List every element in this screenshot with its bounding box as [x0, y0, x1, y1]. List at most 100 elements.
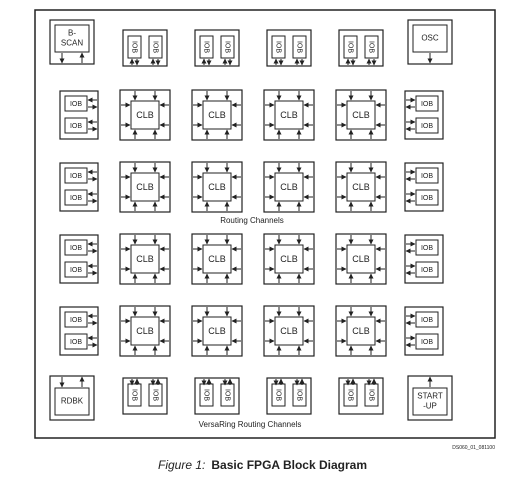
iob-cell: [64, 95, 88, 112]
clb-block: CLB: [335, 233, 387, 285]
iob-pair: IOB IOB: [404, 234, 444, 284]
iob-label: IOB: [421, 101, 433, 108]
iob-cell: [64, 167, 88, 184]
clb-core: [202, 172, 232, 202]
clb-block: CLB: [263, 233, 315, 285]
iob-cell: [199, 35, 214, 59]
iob-label: IOB: [152, 389, 159, 401]
iob-cell: [220, 383, 235, 407]
clb-label: CLB: [352, 254, 370, 264]
iob-label: IOB: [275, 41, 282, 53]
iob-label: IOB: [421, 245, 433, 252]
clb-core: [130, 316, 160, 346]
iob-label: IOB: [421, 195, 433, 202]
iob-cell: [64, 239, 88, 256]
clb-label: CLB: [208, 182, 226, 192]
iob-label: IOB: [70, 245, 82, 252]
rdbk-block-core: [54, 387, 90, 416]
clb-block: CLB: [335, 161, 387, 213]
iob-label: IOB: [275, 389, 282, 401]
rdbk-block-label: RDBK: [61, 397, 84, 406]
iob-label: IOB: [224, 41, 231, 53]
clb-block: CLB: [191, 233, 243, 285]
clb-core: [346, 100, 376, 130]
clb-core: [130, 244, 160, 274]
figure-caption: Figure 1: Basic FPGA Block Diagram: [0, 458, 525, 472]
bscan-block-core: [54, 24, 90, 53]
clb-block: CLB: [263, 305, 315, 357]
clb-label: CLB: [208, 110, 226, 120]
iob-label: IOB: [131, 389, 138, 401]
clb-core: [274, 100, 304, 130]
startup-block-core: [412, 387, 448, 416]
iob-label: IOB: [368, 389, 375, 401]
iob-pair: IOB IOB: [338, 377, 384, 415]
iob-cell: [271, 35, 286, 59]
clb-label: CLB: [352, 110, 370, 120]
bscan-block-label: SCAN: [61, 39, 83, 48]
clb-block: CLB: [119, 305, 171, 357]
iob-cell: [415, 311, 439, 328]
iob-cell: [148, 383, 163, 407]
clb-label: CLB: [352, 182, 370, 192]
iob-cell: [127, 35, 142, 59]
clb-core: [346, 172, 376, 202]
clb-block: CLB: [119, 233, 171, 285]
versaring-routing-channels-label: VersaRing Routing Channels: [199, 420, 302, 429]
iob-cell: [199, 383, 214, 407]
figure-title: Basic FPGA Block Diagram: [211, 458, 367, 472]
iob-label: IOB: [347, 389, 354, 401]
clb-label: CLB: [280, 110, 298, 120]
iob-cell: [148, 35, 163, 59]
iob-pair: IOB IOB: [266, 377, 312, 415]
clb-core: [202, 100, 232, 130]
iob-label: IOB: [152, 41, 159, 53]
iob-label: IOB: [203, 389, 210, 401]
iob-label: IOB: [70, 317, 82, 324]
iob-label: IOB: [421, 339, 433, 346]
clb-core: [202, 316, 232, 346]
iob-cell: [415, 117, 439, 134]
iob-cell: [271, 383, 286, 407]
clb-label: CLB: [136, 254, 154, 264]
iob-cell: [415, 167, 439, 184]
clb-core: [274, 244, 304, 274]
iob-cell: [64, 117, 88, 134]
clb-label: CLB: [136, 326, 154, 336]
iob-cell: [415, 333, 439, 350]
clb-label: CLB: [136, 182, 154, 192]
iob-pair: IOB IOB: [122, 377, 168, 415]
osc-block-label: OSC: [421, 34, 439, 43]
clb-core: [346, 244, 376, 274]
startup-block-label: -UP: [423, 402, 437, 411]
clb-label: CLB: [208, 254, 226, 264]
iob-cell: [64, 311, 88, 328]
clb-label: CLB: [136, 110, 154, 120]
clb-block: CLB: [263, 89, 315, 141]
clb-block: CLB: [119, 89, 171, 141]
iob-label: IOB: [421, 267, 433, 274]
startup-block: START-UP: [407, 375, 453, 421]
iob-cell: [292, 35, 307, 59]
clb-core: [130, 172, 160, 202]
figure-number: Figure 1:: [158, 458, 206, 472]
iob-label: IOB: [70, 173, 82, 180]
clb-block: CLB: [335, 89, 387, 141]
iob-label: IOB: [421, 123, 433, 130]
routing-channels-label: Routing Channels: [220, 216, 284, 225]
iob-cell: [415, 239, 439, 256]
iob-cell: [364, 35, 379, 59]
iob-label: IOB: [296, 389, 303, 401]
chip-boundary: [34, 9, 496, 439]
iob-cell: [343, 35, 358, 59]
bscan-block-label: B-: [68, 29, 76, 38]
